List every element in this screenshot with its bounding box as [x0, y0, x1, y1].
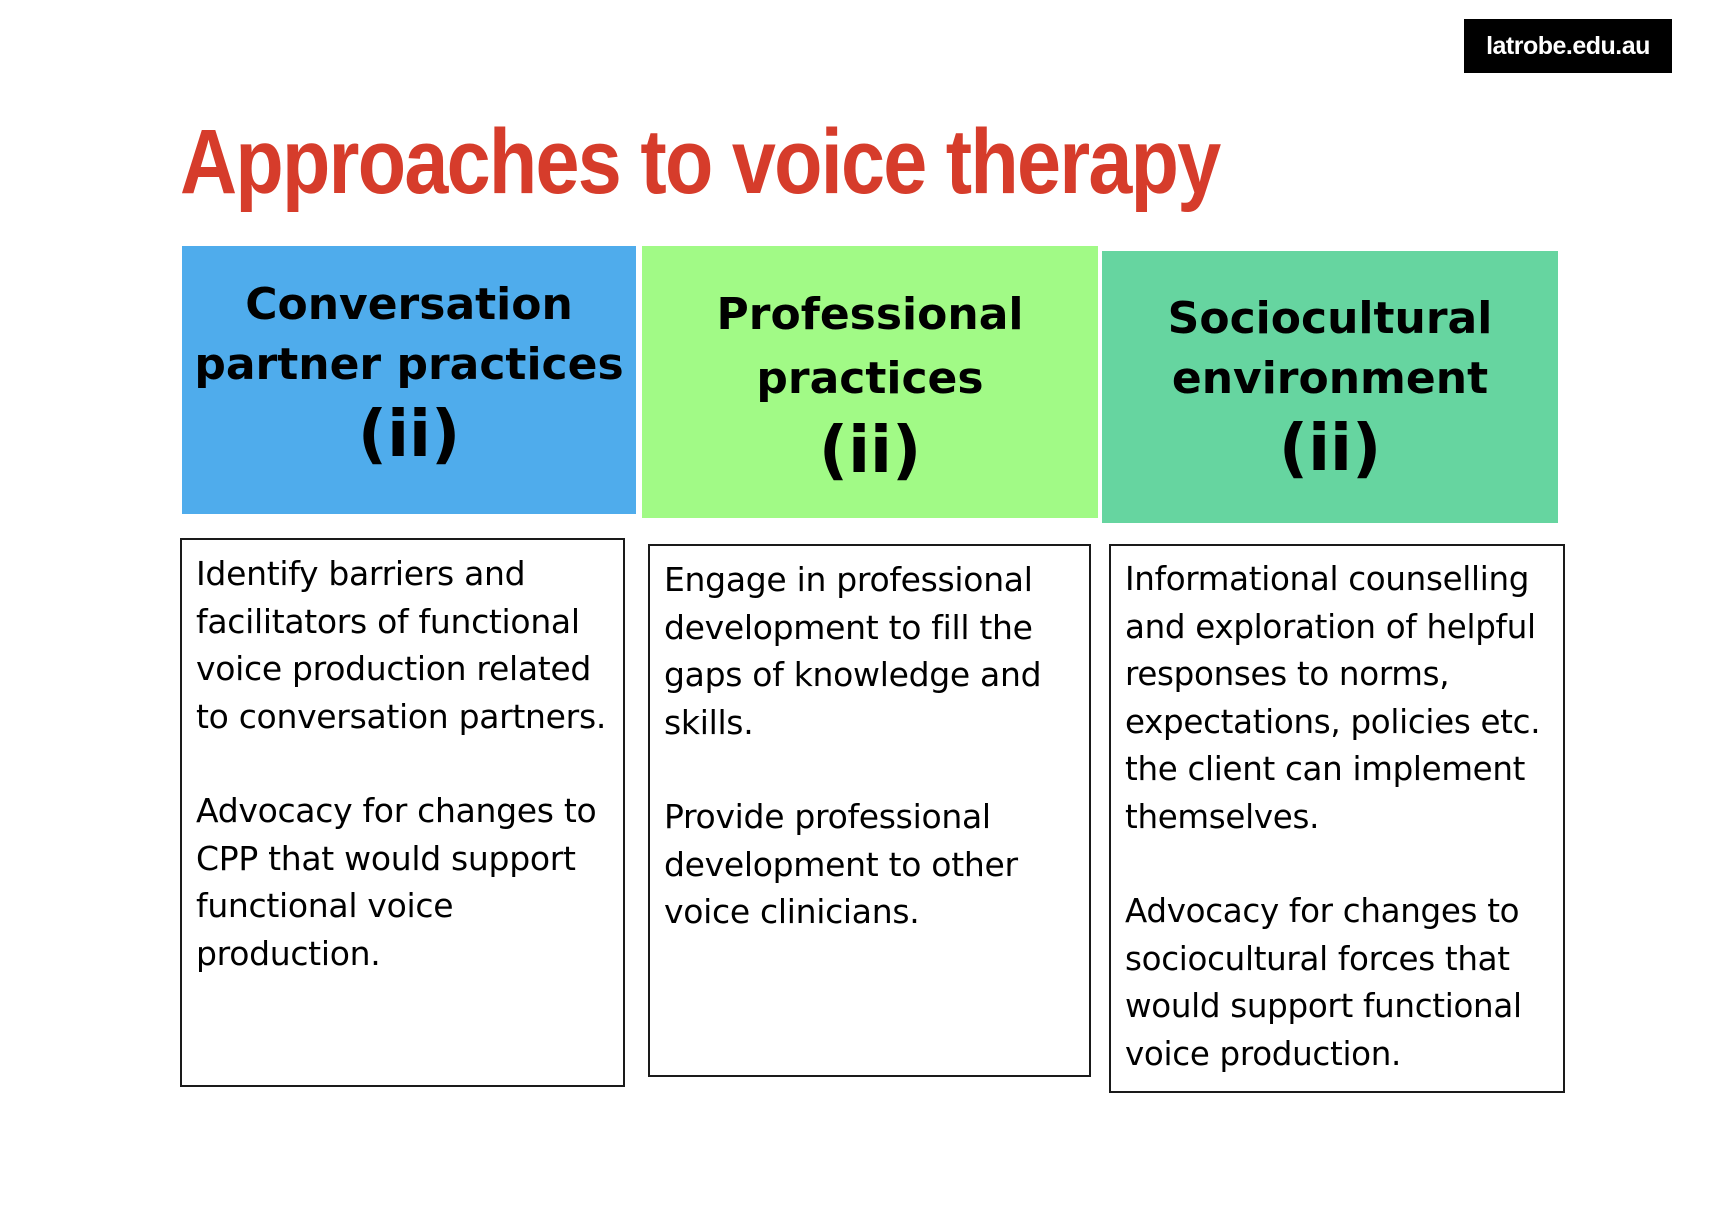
brand-badge: latrobe.edu.au — [1464, 19, 1672, 73]
body-paragraph: Identify barriers and facilitators of fu… — [196, 554, 607, 736]
body-paragraph: Advocacy for changes to CPP that would s… — [196, 791, 597, 973]
column-header-professional: Professional practices (ii) — [642, 246, 1098, 518]
column-header-sub: (ii) — [357, 398, 461, 472]
column-header-sub: (ii) — [818, 414, 922, 488]
body-paragraph: Engage in professional development to fi… — [664, 560, 1042, 742]
body-paragraph: Informational counselling and exploratio… — [1125, 560, 1541, 836]
column-header-title: Conversation partner practices — [194, 279, 624, 390]
brand-label: latrobe.edu.au — [1486, 31, 1650, 60]
body-paragraph: Advocacy for changes to sociocultural fo… — [1125, 892, 1522, 1073]
column-header-sociocultural: Sociocultural environment (ii) — [1102, 251, 1558, 523]
page-title: Approaches to voice therapy — [180, 111, 1221, 213]
column-body-conversation-partner: Identify barriers and facilitators of fu… — [180, 538, 625, 1087]
column-body-professional: Engage in professional development to fi… — [648, 544, 1091, 1077]
column-header-title: Professional practices — [716, 289, 1024, 404]
column-header-sub: (ii) — [1278, 412, 1382, 486]
column-header-conversation-partner: Conversation partner practices (ii) — [182, 246, 636, 514]
body-paragraph: Provide professional development to othe… — [664, 797, 1018, 931]
column-header-title: Sociocultural environment — [1167, 293, 1493, 404]
column-body-sociocultural: Informational counselling and exploratio… — [1109, 544, 1565, 1093]
